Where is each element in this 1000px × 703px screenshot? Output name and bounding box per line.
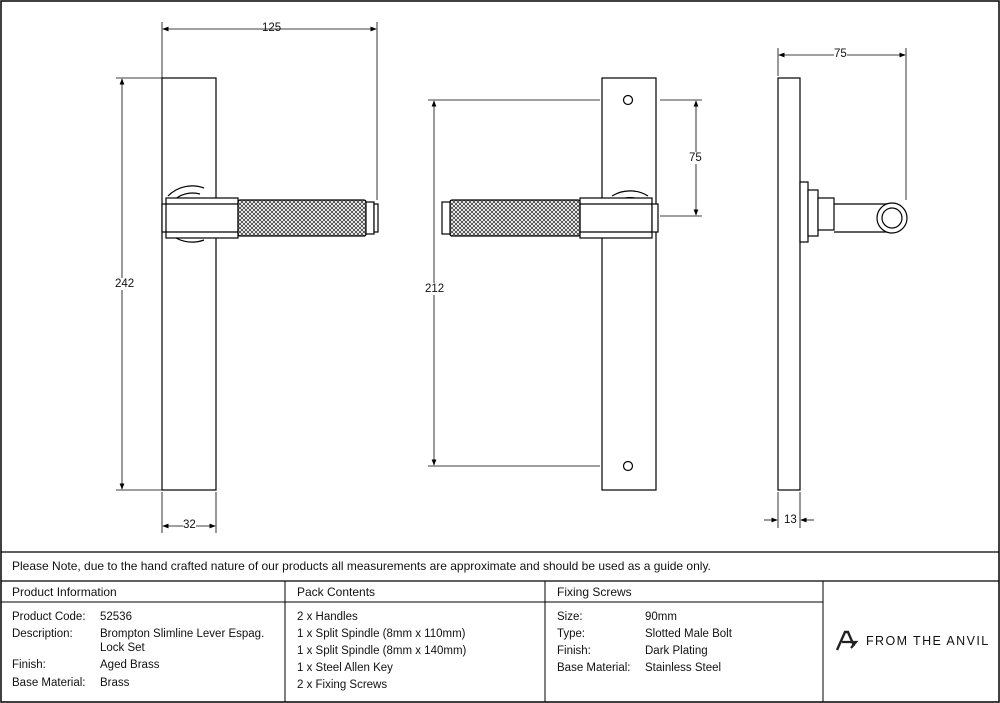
pack-item: 1 x Steel Allen Key — [297, 662, 393, 674]
base-material-label: Base Material: — [12, 677, 86, 689]
front-view-left — [161, 77, 379, 491]
front-view-middle — [441, 77, 659, 491]
description-value: Brompton Slimline Lever Espag. — [100, 628, 265, 640]
pack-contents-heading: Pack Contents — [297, 585, 376, 599]
brand-logo: FROM THE ANVIL — [832, 628, 992, 656]
pack-item: 1 x Split Spindle (8mm x 110mm) — [297, 628, 466, 640]
anvil-logo-icon — [835, 630, 859, 651]
side-view-right — [777, 77, 908, 491]
disclaimer-note: Please Note, due to the hand crafted nat… — [12, 559, 711, 573]
dim-plate-depth: 13 — [784, 514, 797, 526]
brand-name: FROM THE ANVIL — [866, 634, 990, 648]
product-code-label: Product Code: — [12, 611, 86, 623]
screw-finish-label: Finish: — [557, 645, 591, 657]
dim-overall-width: 125 — [262, 22, 282, 34]
screw-size-value: 90mm — [645, 611, 677, 623]
screw-size-label: Size: — [557, 611, 583, 623]
dims-left — [116, 22, 378, 533]
dim-overall-height: 242 — [114, 278, 136, 290]
description-value-line2: Lock Set — [100, 642, 145, 654]
product-info-heading: Product Information — [12, 585, 117, 599]
pack-item: 1 x Split Spindle (8mm x 140mm) — [297, 645, 467, 657]
pack-item: 2 x Fixing Screws — [297, 679, 388, 691]
screw-material-value: Stainless Steel — [645, 662, 722, 674]
dim-plate-width: 32 — [183, 519, 196, 531]
screw-type-label: Type: — [557, 628, 586, 640]
finish-value: Aged Brass — [100, 659, 160, 671]
finish-label: Finish: — [12, 659, 46, 671]
screw-type-value: Slotted Male Bolt — [645, 628, 732, 640]
dim-centres: 212 — [424, 283, 446, 295]
screw-material-label: Base Material: — [557, 662, 631, 674]
fixing-screws-heading: Fixing Screws — [557, 585, 632, 599]
description-label: Description: — [12, 628, 73, 640]
dims-middle — [428, 99, 702, 467]
base-material-value: Brass — [100, 677, 130, 689]
product-code-value: 52536 — [100, 611, 132, 623]
dim-spindle-offset: 75 — [688, 152, 703, 164]
pack-item: 2 x Handles — [297, 611, 358, 623]
dim-projection: 75 — [834, 48, 847, 60]
screw-finish-value: Dark Plating — [645, 645, 708, 657]
